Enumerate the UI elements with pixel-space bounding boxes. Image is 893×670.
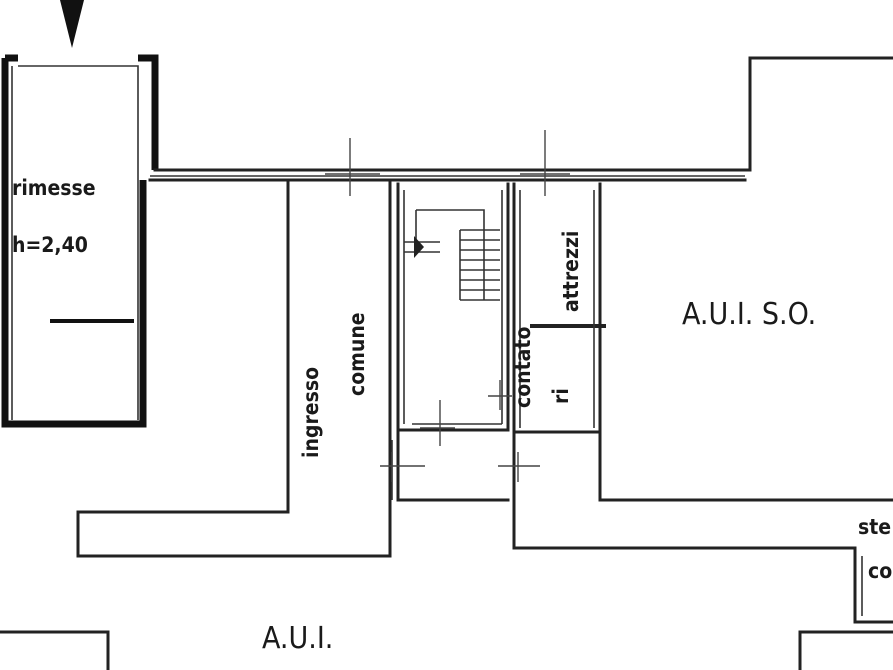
label-rimesse: rimesse [12,176,96,200]
label-partial-2: co [868,559,892,583]
label-comune: comune [345,312,369,396]
lower-right-walls [512,430,893,624]
rimesse-room [1,54,159,428]
stair-core [391,182,510,502]
label-contatori-1: contato [511,327,535,408]
dimension-ticks [325,130,570,482]
service-rooms [512,182,606,434]
label-attrezzi: attrezzi [559,231,583,312]
label-contatori-2: ri [549,388,573,404]
label-aui-bottom: A.U.I. [262,621,333,656]
corridor-walls [148,56,893,182]
label-height: h=2,40 [12,233,88,257]
ingresso-comune-walls [76,180,392,558]
bottom-walls [0,630,893,670]
label-ingresso: ingresso [299,367,323,458]
label-aui-so: A.U.I. S.O. [682,297,816,332]
label-partial-1: ste [858,515,891,539]
north-arrow-icon [60,0,84,48]
